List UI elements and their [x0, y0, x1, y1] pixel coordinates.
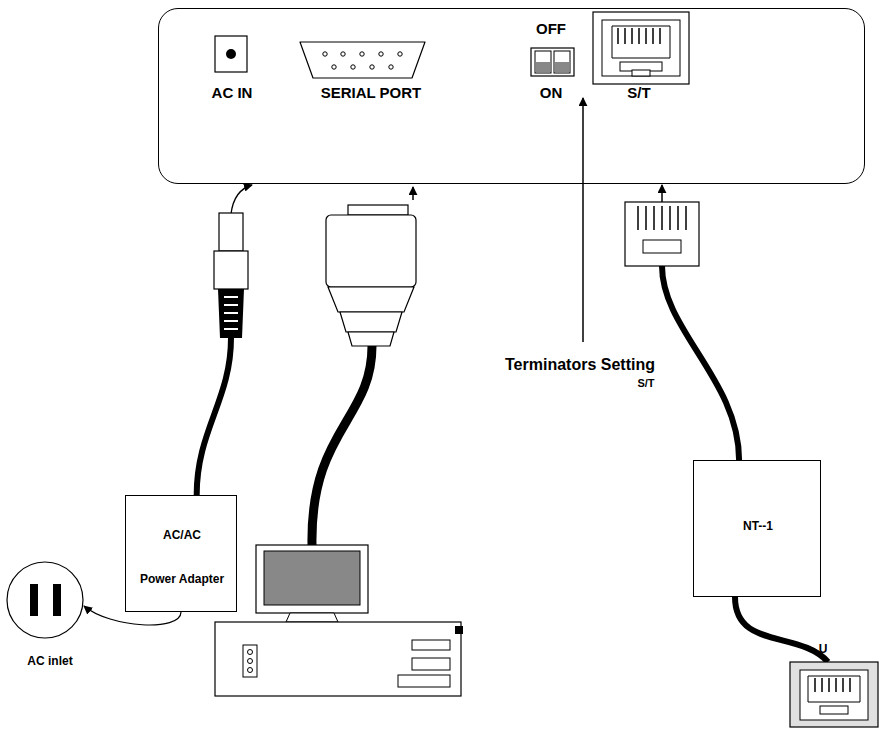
node-label: S/T [627, 85, 650, 102]
dc-jack [215, 36, 247, 72]
power-adapter-box: AC/AC Power Adapter [125, 495, 237, 612]
connector-line [661, 185, 663, 202]
rj45-plug [625, 202, 699, 266]
computer [215, 545, 463, 696]
u-cable [735, 597, 828, 662]
serial-connector [312, 187, 416, 545]
edge-label: S/T [636, 377, 655, 389]
device-panel: OFF AC IN SERIAL PORT ON S/T [158, 8, 865, 184]
leader-arrow [582, 98, 584, 342]
connector-line [662, 250, 739, 460]
cable [197, 185, 252, 495]
node-label: OFF [536, 21, 566, 38]
ac-outlet [7, 562, 83, 638]
db9-port [300, 42, 425, 78]
dip-switch [531, 48, 574, 76]
wall-jack [790, 662, 878, 727]
rj45-jack [593, 12, 689, 84]
nt1-box: NT--1 [693, 460, 821, 597]
annotation-label: Terminators Setting [505, 356, 655, 374]
node-label: AC/AC [163, 529, 201, 542]
node-label: SERIAL PORT [321, 85, 422, 102]
node-label: Power Adapter [140, 573, 224, 586]
power-plug [214, 213, 248, 338]
node-label: NT--1 [743, 520, 773, 533]
node-label: AC IN [212, 85, 253, 102]
annotation-label: AC inlet [27, 655, 72, 668]
connector-line [231, 185, 252, 214]
annotation-label: U [819, 643, 828, 656]
node-label: ON [540, 85, 563, 102]
